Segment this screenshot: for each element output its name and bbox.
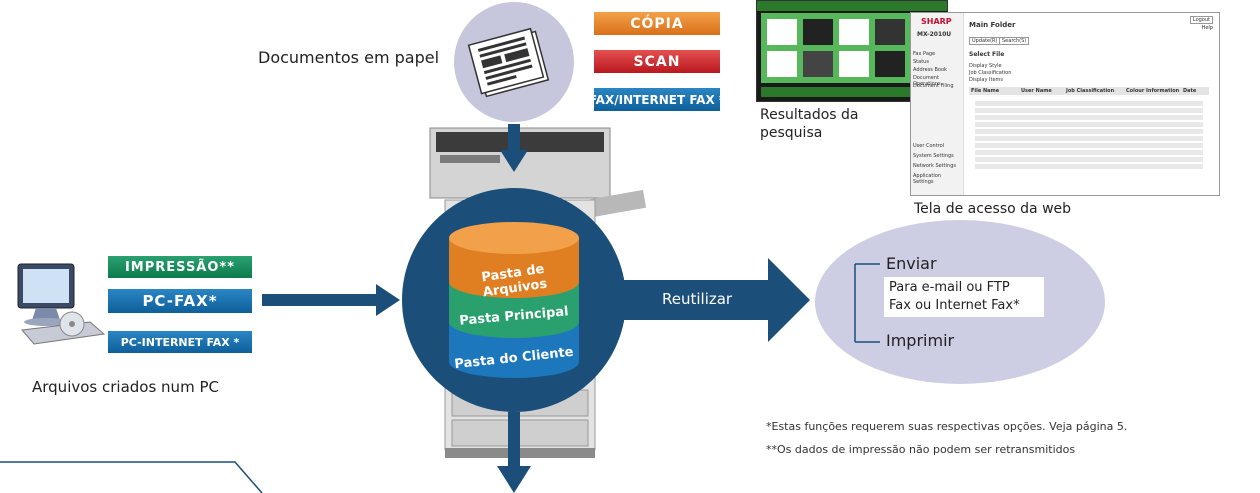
web-tab-update[interactable]: Update(R) [969, 37, 1001, 45]
web-tab-search[interactable]: Search(S) [999, 37, 1030, 45]
search-results-label: Resultados da pesquisa [760, 107, 859, 141]
computer-icon [17, 263, 106, 345]
output-bracket [854, 263, 880, 343]
arrow-down-output [497, 466, 531, 493]
arrow-right-reuse [768, 258, 810, 342]
fax-internet-fax-badge: Fax/Internet Fax * [589, 88, 725, 111]
web-section-title: Select File [969, 51, 1005, 58]
web-nav-7[interactable]: Network Settings [913, 163, 956, 169]
web-nav-8[interactable]: Application Settings [913, 173, 941, 185]
arrow-right-pc [376, 284, 400, 316]
note-print-data: **Os dados de impressão não podem ser re… [766, 443, 1076, 456]
folder-cylinder [449, 222, 579, 378]
web-nav-2[interactable]: Address Book [913, 67, 947, 73]
pc-fax-badge: PC-Fax* [108, 289, 252, 313]
web-access-label: Tela de acesso da web [914, 201, 1072, 217]
arrow-down-paper [500, 150, 528, 172]
print-label: Imprimir [886, 331, 955, 350]
web-nav-3[interactable]: Document Operations [913, 75, 941, 87]
web-nav-1[interactable]: Status [913, 59, 929, 65]
web-field-display-style: Display Style [969, 63, 1002, 69]
web-field-display-items: Display Items [969, 77, 1004, 83]
print-badge: Impressão** [108, 256, 252, 278]
web-col-date[interactable]: Date [1183, 88, 1197, 94]
web-nav-4[interactable]: Document Filing [913, 83, 954, 89]
web-field-job-class: Job Classification [969, 70, 1012, 76]
web-col-file-name[interactable]: File Name [971, 88, 1000, 94]
pc-internet-fax-badge: PC-Internet Fax * [108, 331, 252, 353]
send-option-fax: Fax ou Internet Fax* [889, 298, 1020, 313]
web-col-colour-info[interactable]: Colour Information [1126, 88, 1180, 94]
paper-documents-label: Documentos em papel [258, 48, 440, 67]
web-col-job-class[interactable]: Job Classification [1066, 88, 1115, 94]
copy-badge: Cópia [594, 12, 720, 35]
scan-badge: Scan [594, 50, 720, 73]
web-access-screenshot: SHARP MX-2010U Fax Page Status Address B… [910, 12, 1220, 196]
web-nav-6[interactable]: System Settings [913, 153, 954, 159]
web-help-link[interactable]: Help [1201, 25, 1213, 31]
decor-line [0, 461, 263, 493]
web-page-title: Main Folder [969, 21, 1016, 29]
web-nav-0[interactable]: Fax Page [913, 51, 936, 57]
web-brand: SHARP [921, 17, 952, 26]
reuse-label: Reutilizar [662, 290, 733, 308]
web-logout-button[interactable]: Logout [1189, 16, 1213, 24]
send-options-box: Para e-mail ou FTP Fax ou Internet Fax* [884, 277, 1044, 317]
note-options: *Estas funções requerem suas respectivas… [766, 420, 1128, 433]
pc-label: Arquivos criados num PC [32, 378, 219, 396]
send-label: Enviar [886, 254, 937, 273]
web-model: MX-2010U [917, 31, 952, 38]
send-option-email-ftp: Para e-mail ou FTP [889, 280, 1010, 295]
web-col-user-name[interactable]: User Name [1021, 88, 1052, 94]
paper-documents-icon [467, 27, 550, 98]
web-nav-5[interactable]: User Control [913, 143, 945, 149]
